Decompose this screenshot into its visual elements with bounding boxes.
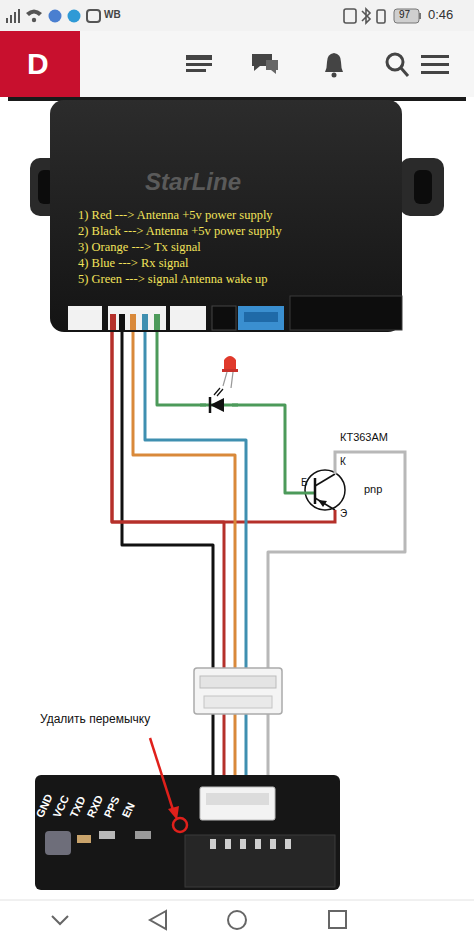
gps-module-board-art — [35, 775, 340, 890]
transistor-symbol: КТ363АМ К Б Эpnp — [298, 428, 416, 546]
header-icons — [186, 53, 449, 78]
clock: 0:46 — [428, 8, 453, 23]
transistor-type: pnp — [364, 483, 382, 496]
nav-buttons — [52, 911, 346, 929]
pin-name: Э — [340, 508, 347, 520]
red-wire — [112, 332, 298, 522]
pin-name: К — [340, 456, 346, 468]
pinout-line: 1) Red ---> Antenna +5v power supply — [78, 208, 273, 222]
gps-module-board: GNDVCCTXDRXDPPSEN — [35, 775, 340, 890]
brand-name: StarLine — [145, 168, 241, 196]
app-logo-block — [0, 31, 80, 97]
nav-divider — [0, 900, 474, 901]
led-picture — [222, 356, 238, 388]
transistor-symbol-art — [298, 428, 416, 546]
part-number: КТ363АМ — [340, 431, 388, 444]
battery-level: 97 — [399, 9, 410, 21]
cable-plug — [194, 668, 282, 714]
pinout-line: 5) Green ---> signal Antenna wake up — [78, 272, 268, 286]
app-logo: D — [27, 47, 49, 82]
callout-note: Удалить перемычку — [40, 713, 150, 727]
nav-bar — [0, 900, 474, 948]
pinout-line: 2) Black ---> Antenna +5v power supply — [78, 224, 282, 238]
pin-name: Б — [301, 477, 308, 489]
green-wire — [157, 332, 298, 493]
alarm-module-box: StarLine 1) Red ---> Antenna +5v power su… — [50, 100, 402, 332]
grey-wire — [268, 546, 405, 775]
pinout-line: 3) Orange ---> Tx signal — [78, 240, 201, 254]
led-symbol — [200, 388, 238, 413]
pinout-line: 4) Blue ---> Rx signal — [78, 256, 189, 270]
status-icons — [6, 9, 421, 23]
carrier-label: WB — [104, 9, 121, 21]
status-bar — [0, 0, 474, 31]
app-header — [0, 31, 474, 97]
